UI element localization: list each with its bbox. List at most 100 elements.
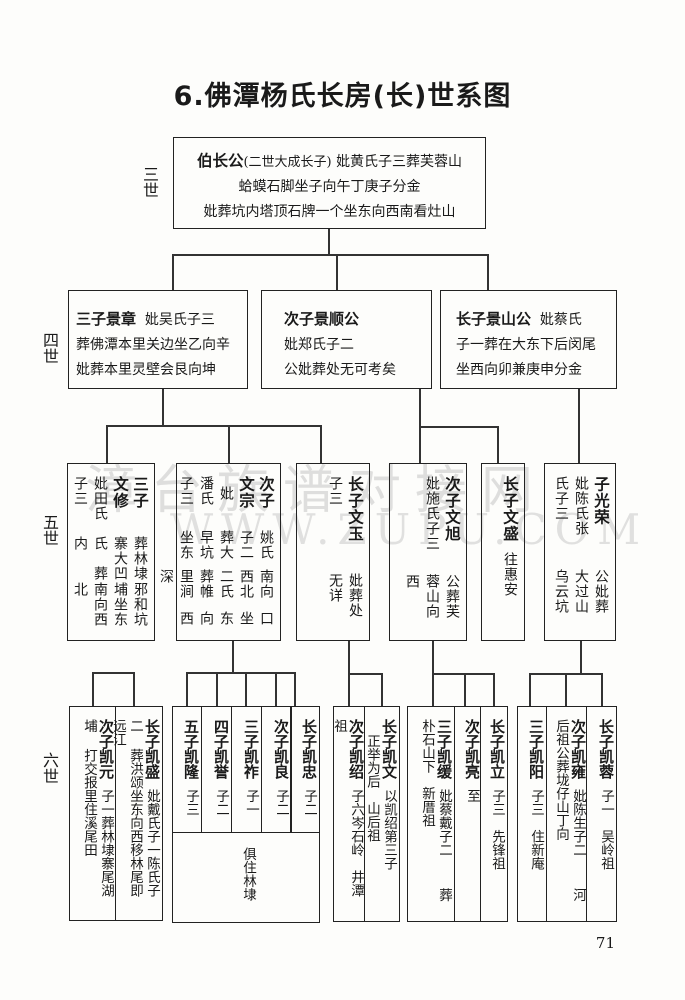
gen6-text: 河后祖公葬垅仔山丁向	[553, 719, 586, 901]
gen5-name: 子光荣	[592, 476, 611, 526]
watermark: 漳台族谱对接网	[85, 461, 548, 521]
gen6-name: 长子凯盛	[143, 719, 161, 779]
gen6-text: 妣戴氏子一陈氏子二	[127, 719, 160, 897]
gen3-name: 伯长公	[196, 151, 244, 170]
gen5-name: 次子文宗	[237, 476, 276, 509]
gen6-text: 以凯绍第三子	[381, 789, 397, 870]
gen6-text: 子一	[243, 789, 259, 816]
connector	[601, 673, 603, 707]
gen4-text: 坐西向卯兼庚申分金	[456, 362, 582, 378]
gen5-box-wenxu: 次子文旭妣施氏子三 公葬芙蓉山向西	[389, 463, 467, 641]
gen6-name: 三子凯祚	[242, 719, 260, 779]
connector	[497, 426, 499, 463]
connector	[381, 673, 383, 707]
gen6-name: 次子凯绍	[347, 719, 365, 779]
gen3-line1: 妣黄氏子三葬芙蓉山	[336, 154, 463, 170]
gen6-name: 三子凯阳	[527, 719, 545, 779]
gen4-box-jingshan: 长子景山公 妣蔡氏 子一葬在大东下后闵尾 坐西向卯兼庚申分金	[440, 290, 617, 389]
gen4-name: 次子景顺公	[284, 310, 360, 328]
gen4-box-jingzhang: 三子景章 妣吴氏子三 葬佛潭本里关边坐乙向辛 妣葬本里灵壁会艮向坤	[68, 290, 248, 389]
connector	[529, 673, 531, 707]
connector	[432, 673, 494, 675]
gen6-name: 次子凯亮	[463, 719, 481, 779]
gen5-name: 次子文旭	[443, 476, 462, 542]
generation-label-5: 五世	[40, 514, 59, 546]
gen4-box-jingshun: 次子景顺公 妣郑氏子二 公妣葬处无可考矣	[261, 290, 432, 389]
gen5-text: 公妣葬大过山乌云坑	[553, 568, 609, 614]
gen4-text: 妣蔡氏	[539, 312, 582, 328]
gen6-name: 五子凯隆	[182, 719, 200, 779]
connector	[487, 254, 489, 290]
gen6-cell-kailiang2: 次子凯亮至	[454, 707, 482, 921]
gen6-cell-kaiwen: 长子凯文以凯绍第三子 正举为后 山后祖	[364, 707, 399, 921]
gen5-text: 南向西北二氏葬帷里涧深	[158, 568, 274, 599]
connector	[294, 672, 296, 706]
gen6-cell-kailong: 五子凯隆子三	[173, 707, 202, 832]
gen3-box: 伯长公(二世大成长子) 妣黄氏子三葬芙蓉山 蛤蟆石脚坐子向午丁庚子分金 妣葬坑内…	[173, 137, 486, 229]
connector	[92, 672, 134, 674]
gen6-cell-kaiyu: 四子凯誉子二	[202, 707, 232, 832]
connector	[186, 672, 295, 674]
connector	[565, 673, 567, 707]
watermark-url: WWW.ZUPU.COM	[170, 505, 649, 554]
connector	[232, 641, 234, 673]
gen6-text: 子一葬林埭寨尾湖埔	[81, 719, 114, 897]
generation-label-3: 三世	[140, 166, 159, 198]
connector	[162, 389, 164, 426]
gen4-name: 长子景山公	[456, 310, 532, 328]
gen5-text: 姚氏子二葬大早坑坐东	[178, 529, 274, 560]
gen6-name: 长子凯忠	[300, 719, 318, 779]
connector	[216, 672, 218, 706]
gen5-box-guangrong: 子光荣妣陈氏张氏子三 公妣葬大过山乌云坑	[544, 463, 616, 641]
connector	[228, 425, 230, 463]
connector	[106, 425, 108, 463]
gen6-name: 三子凯缓	[435, 719, 453, 779]
gen6-text: 子六岑石岭 井潭祖	[331, 719, 364, 897]
connector	[419, 426, 498, 428]
gen5-text: 公葬芙蓉山向西	[404, 573, 460, 619]
gen5-text: 妣潘氏子三	[178, 476, 234, 506]
gen6-group-wenyu: 长子凯文以凯绍第三子 正举为后 山后祖 次子凯绍子六岑石岭 井潭祖	[331, 706, 400, 922]
gen6-text: 子三	[183, 789, 199, 816]
gen6-name: 长子凯蓉	[597, 719, 615, 779]
gen6-text: 子二	[213, 789, 229, 816]
generation-label-4: 四世	[40, 332, 59, 364]
gen3-line2: 蛤蟆石脚坐子向午丁庚子分金	[238, 179, 421, 195]
gen3-note: (二世大成长子)	[243, 155, 332, 170]
gen4-text: 公妣葬处无可考矣	[284, 362, 396, 378]
gen6-text: 葬洪颂坐东向西移林尾即远江	[110, 719, 143, 897]
gen6-name: 长子凯文	[380, 719, 398, 779]
gen6-text: 至	[464, 789, 480, 803]
gen6-name: 次子凯良	[272, 719, 290, 779]
connector	[133, 672, 135, 706]
gen5-text: 妣田氏子三	[72, 476, 108, 521]
gen4-text: 妣葬本里灵壁会艮向坤	[76, 362, 216, 378]
gen6-text: 子三 先锋祖	[489, 789, 505, 870]
gen5-name: 长子文玉	[346, 476, 365, 542]
gen5-text: 邪和坑埔坐东南向西北	[72, 582, 148, 628]
gen6-text: 打交报里住溪尾田	[81, 748, 97, 857]
connector	[275, 672, 277, 706]
gen6-shared-note: 俱住林埭	[240, 847, 256, 901]
gen6-group-wenxu: 长子凯立子三 先锋祖 次子凯亮至 三子凯缓妣蔡戴子二 葬朴石山下 新厝祖	[407, 706, 508, 922]
connector	[245, 672, 247, 706]
gen6-group-wenzong: 长子凯忠子二 次子凯良子二 三子凯祚子一 四子凯誉子二 五子凯隆子三 俱住林埭	[172, 706, 320, 923]
connector	[320, 425, 322, 463]
gen5-box-wenzong: 次子文宗妣潘氏子三 姚氏子二葬大早坑坐东 南向西北二氏葬帷里涧深 口坐东向西	[158, 463, 281, 641]
gen6-text: 正举为后 山后祖	[364, 734, 380, 842]
page-number: 71	[595, 934, 615, 952]
gen6-text: 妣蔡戴子二	[436, 789, 452, 857]
gen6-text: 妣陈生子二	[570, 789, 586, 857]
gen6-cell-kaihuan: 三子凯缓妣蔡戴子二 葬朴石山下 新厝祖	[408, 707, 454, 921]
gen6-cell-kaiyuan: 次子凯元子一葬林埭寨尾湖埔 打交报里住溪尾田	[70, 707, 116, 920]
connector	[92, 672, 94, 706]
gen4-name: 三子景章	[76, 310, 137, 328]
gen6-group-wenxiu: 长子凯盛妣戴氏子一陈氏子二 葬洪颂坐东向西移林尾即远江 次子凯元子一葬林埭寨尾湖…	[69, 706, 163, 921]
gen5-text: 妣施氏子三	[424, 476, 440, 551]
gen5-name: 三子文修	[111, 476, 150, 509]
gen6-cell-kaizuo: 三子凯祚子一	[232, 707, 262, 832]
gen6-cell-kaili: 长子凯立子三 先锋祖	[480, 707, 507, 921]
gen5-name: 长子文盛	[501, 476, 520, 542]
connector	[328, 229, 330, 255]
gen5-box-wenxiu: 三子文修妣田氏子三 葬林埭寨大凹氏 葬内 邪和坑埔坐东南向西北	[67, 463, 155, 641]
